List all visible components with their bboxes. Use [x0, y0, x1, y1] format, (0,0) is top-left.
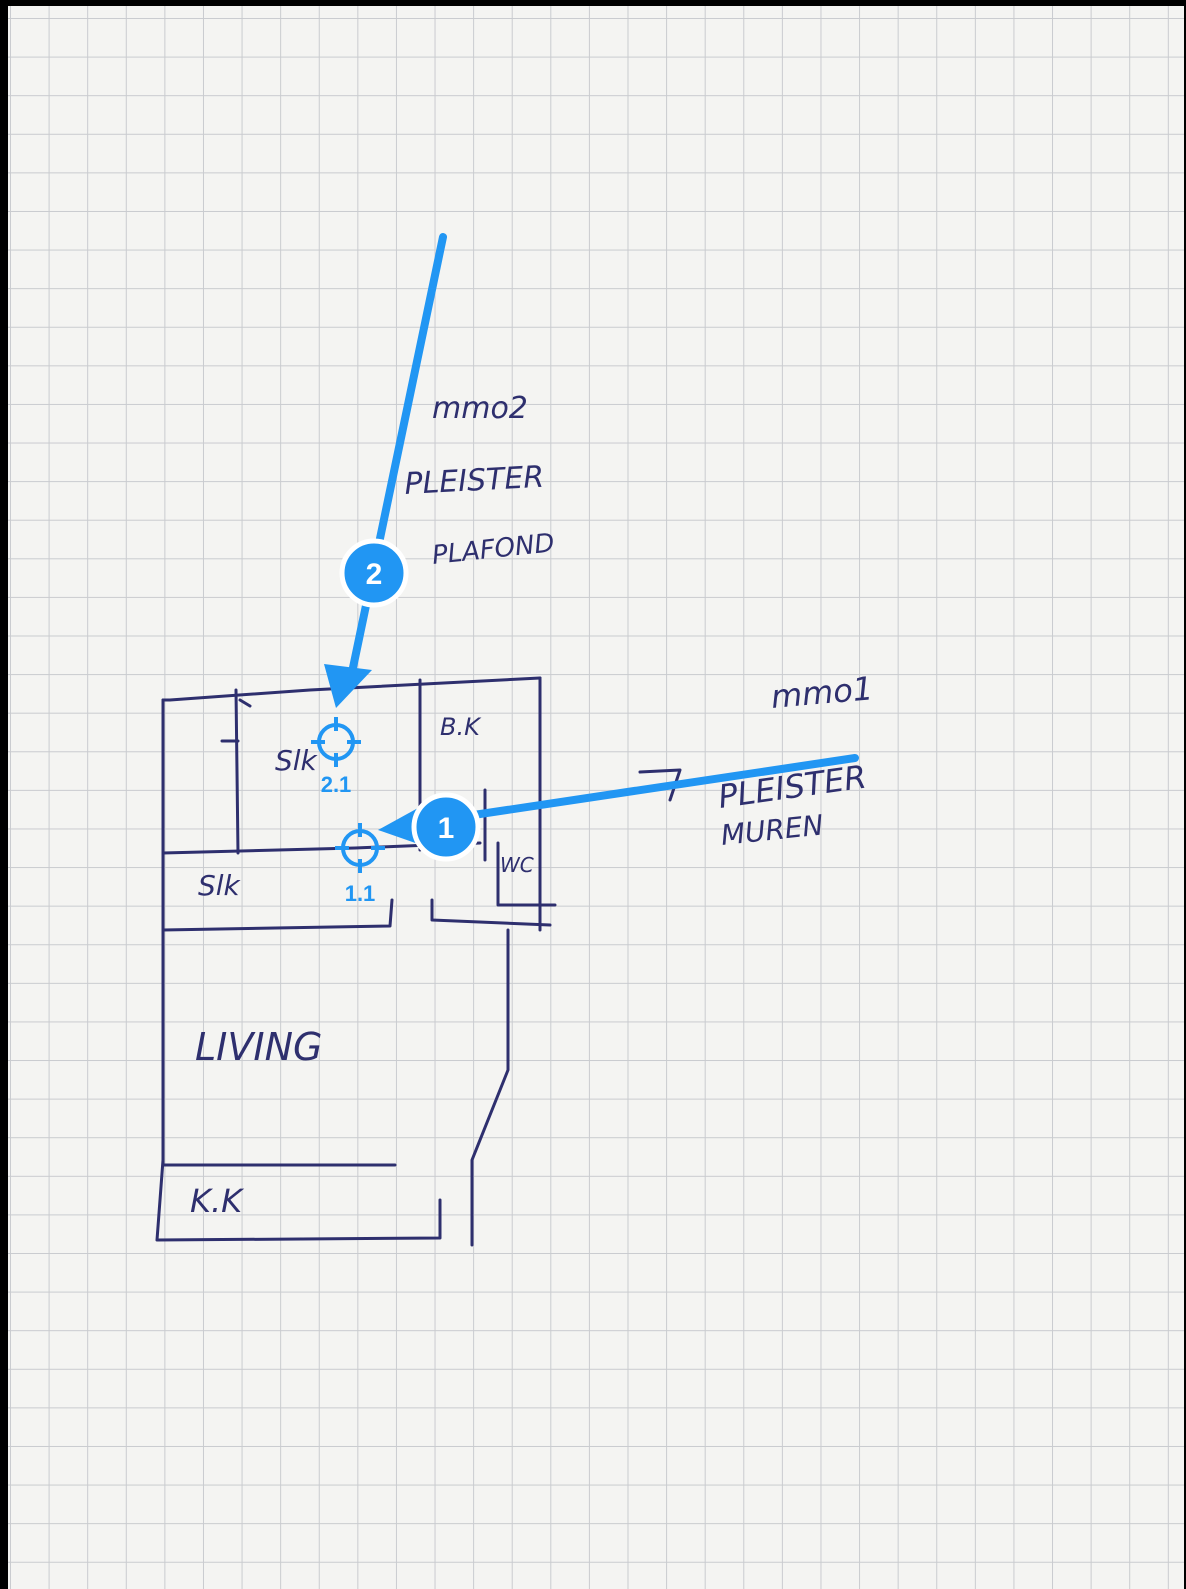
note-2-line2: PLEISTER: [404, 460, 545, 502]
crosshair-target-icon[interactable]: [335, 823, 385, 873]
note-2-line3: PLAFOND: [431, 528, 556, 571]
callout-badge-2[interactable]: 2: [339, 538, 409, 608]
target-label-2-1: 2.1: [321, 772, 352, 797]
room-label-slk-bottom: Slk: [198, 869, 242, 902]
room-label-slk-top: Slk: [275, 744, 319, 777]
note-1-line3: MUREN: [719, 808, 825, 852]
annotation-arrow-2[interactable]: [324, 233, 447, 708]
target-label-1-1: 1.1: [345, 881, 376, 906]
floor-plan-walls: [155, 676, 682, 1247]
room-label-living: LIVING: [195, 1025, 322, 1069]
note-1-line1: mmo1: [769, 669, 874, 716]
crosshair-target-icon[interactable]: [311, 717, 361, 767]
room-label-wc: WC: [500, 853, 534, 877]
callout-badge-2-number: 2: [366, 558, 383, 591]
room-label-kk: K.K: [190, 1182, 245, 1220]
room-label-bk: B.K: [440, 713, 482, 741]
callout-badge-1[interactable]: 1: [411, 792, 481, 862]
callout-badge-1-number: 1: [438, 812, 455, 845]
note-2-line1: mmo2: [432, 391, 528, 426]
